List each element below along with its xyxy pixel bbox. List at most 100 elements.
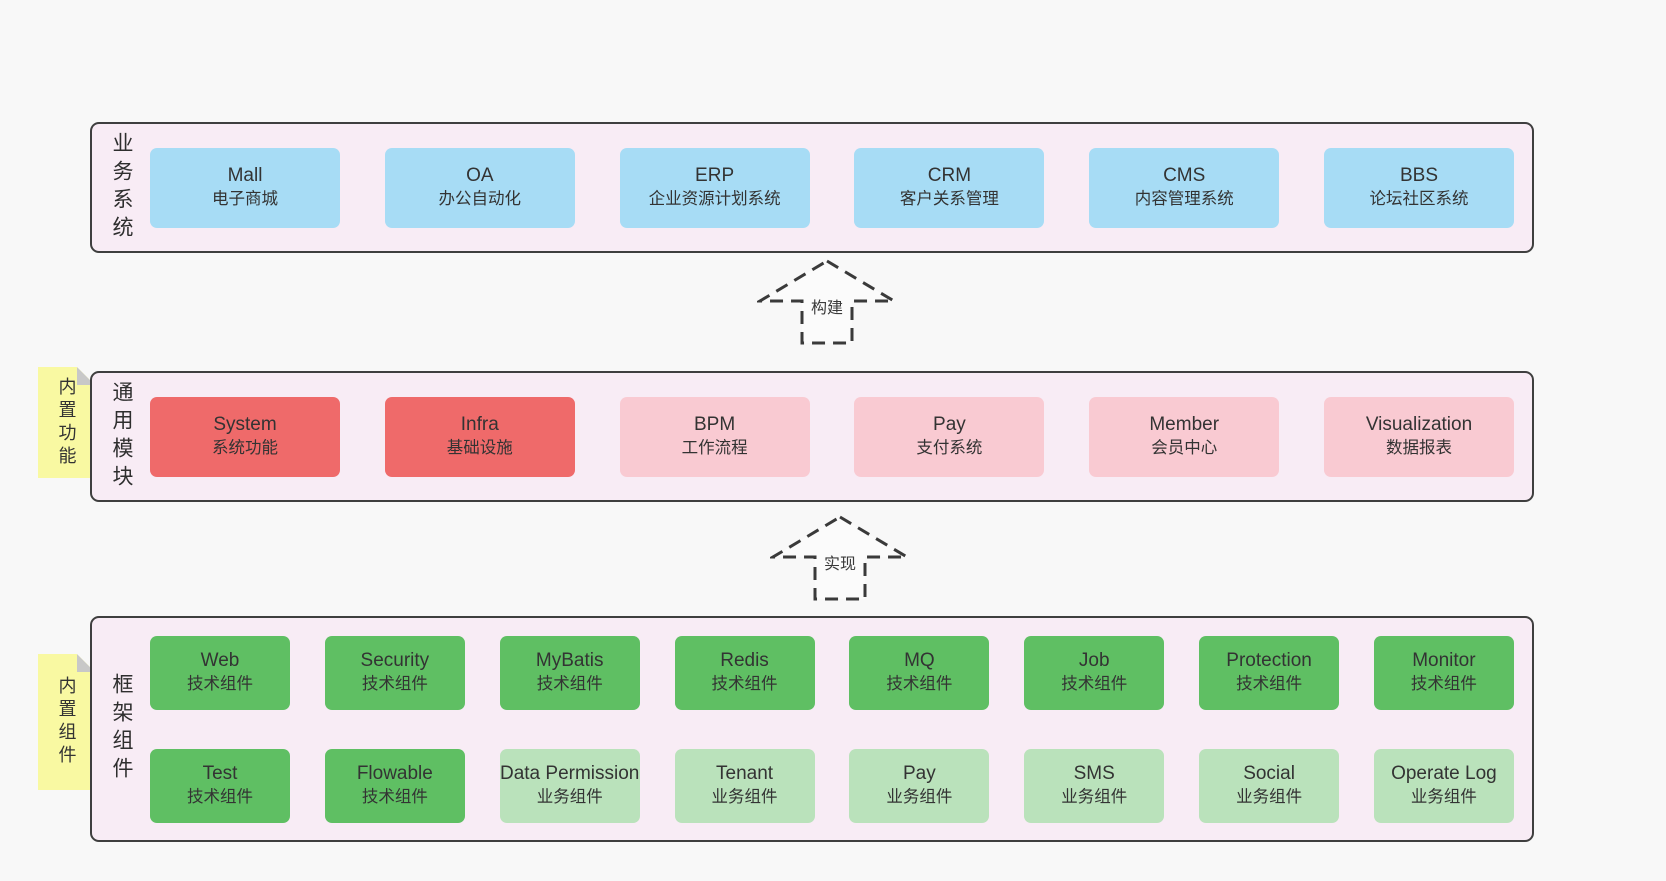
card-title: Visualization <box>1365 414 1473 436</box>
sticky-note-built-in-components: 内置组件 <box>38 654 95 790</box>
sticky-label: 内置功能 <box>56 376 77 469</box>
card-subtitle: 数据报表 <box>1385 439 1452 458</box>
card-title: Tenant <box>716 763 774 785</box>
card-test: Test 技术组件 <box>150 748 290 823</box>
card-subtitle: 业务组件 <box>1410 788 1477 807</box>
band-side-label: 通用模块 <box>110 380 133 493</box>
card-title: OA <box>466 165 494 187</box>
card-subtitle: 业务组件 <box>711 788 778 807</box>
card-subtitle: 技术组件 <box>1236 675 1303 694</box>
module-cards-row: System 系统功能 Infra 基础设施 BPM 工作流程 Pay 支付系统… <box>150 373 1532 500</box>
card-title: BBS <box>1399 165 1438 187</box>
card-oa: OA 办公自动化 <box>384 147 575 228</box>
card-job: Job 技术组件 <box>1024 635 1165 710</box>
card-bbs: BBS 论坛社区系统 <box>1323 147 1514 228</box>
card-crm: CRM 客户关系管理 <box>854 147 1045 228</box>
card-subtitle: 系统功能 <box>212 439 278 458</box>
card-sms: SMS 业务组件 <box>1024 748 1165 823</box>
card-title: Pay <box>903 763 936 785</box>
card-title: Operate Log <box>1391 763 1497 785</box>
card-subtitle: 业务组件 <box>536 788 603 807</box>
card-subtitle: 基础设施 <box>446 439 513 458</box>
business-systems-band: 业务系统 Mall 电子商城 OA 办公自动化 ERP 企业资源计划系统 CRM… <box>90 122 1534 253</box>
card-subtitle: 技术组件 <box>361 675 428 694</box>
card-title: Job <box>1078 650 1110 672</box>
card-subtitle: 业务组件 <box>1061 788 1128 807</box>
card-cms: CMS 内容管理系统 <box>1089 147 1280 228</box>
card-mybatis: MyBatis 技术组件 <box>499 635 640 710</box>
card-subtitle: 办公自动化 <box>438 190 522 209</box>
card-tenant: Tenant 业务组件 <box>674 748 815 823</box>
business-cards-row: Mall 电子商城 OA 办公自动化 ERP 企业资源计划系统 CRM 客户关系… <box>150 124 1532 251</box>
sticky-label: 内置组件 <box>56 676 77 768</box>
card-visualization: Visualization 数据报表 <box>1323 396 1514 477</box>
card-title: MyBatis <box>535 650 604 672</box>
card-title: CMS <box>1163 165 1206 187</box>
framework-row-2: Test 技术组件 Flowable 技术组件 Data Permission … <box>150 748 1514 823</box>
card-title: Security <box>360 650 430 672</box>
card-data-permission: Data Permission 业务组件 <box>499 748 640 823</box>
card-infra: Infra 基础设施 <box>384 396 575 477</box>
card-title: Data Permission <box>499 763 640 785</box>
card-subtitle: 支付系统 <box>916 439 983 458</box>
framework-cards-grid: Web 技术组件 Security 技术组件 MyBatis 技术组件 Redi… <box>150 618 1532 840</box>
implement-arrow: 实现 <box>770 514 910 602</box>
card-title: ERP <box>695 165 735 187</box>
card-mall: Mall 电子商城 <box>150 147 340 228</box>
framework-components-band: 框架组件 Web 技术组件 Security 技术组件 MyBatis 技术组件… <box>90 616 1534 842</box>
card-title: Social <box>1243 763 1295 785</box>
arrow-label: 构建 <box>808 294 846 318</box>
card-title: Redis <box>720 650 769 672</box>
card-subtitle: 技术组件 <box>1410 675 1477 694</box>
band-side-label: 框架组件 <box>110 673 133 785</box>
card-subtitle: 技术组件 <box>711 675 778 694</box>
card-subtitle: 客户关系管理 <box>899 190 999 209</box>
card-subtitle: 论坛社区系统 <box>1369 190 1469 209</box>
card-pay-biz: Pay 业务组件 <box>849 748 990 823</box>
card-title: Web <box>200 650 240 672</box>
card-subtitle: 内容管理系统 <box>1134 190 1234 209</box>
card-subtitle: 工作流程 <box>681 439 748 458</box>
card-subtitle: 电子商城 <box>212 190 278 209</box>
card-member: Member 会员中心 <box>1089 396 1280 477</box>
card-pay: Pay 支付系统 <box>854 396 1045 477</box>
card-subtitle: 业务组件 <box>886 788 953 807</box>
card-protection: Protection 技术组件 <box>1199 635 1340 710</box>
card-title: Pay <box>933 414 966 436</box>
card-security: Security 技术组件 <box>324 635 465 710</box>
card-subtitle: 企业资源计划系统 <box>648 190 781 209</box>
card-title: Monitor <box>1412 650 1476 672</box>
card-subtitle: 技术组件 <box>187 675 253 694</box>
card-mq: MQ 技术组件 <box>849 635 990 710</box>
card-system: System 系统功能 <box>150 396 340 477</box>
card-subtitle: 技术组件 <box>187 788 253 807</box>
card-social: Social 业务组件 <box>1199 748 1340 823</box>
card-title: Member <box>1149 414 1220 436</box>
card-redis: Redis 技术组件 <box>674 635 815 710</box>
card-subtitle: 业务组件 <box>1236 788 1303 807</box>
card-subtitle: 技术组件 <box>1061 675 1128 694</box>
card-title: MQ <box>904 650 935 672</box>
card-title: Test <box>202 763 238 785</box>
card-title: Protection <box>1226 650 1312 672</box>
card-title: Mall <box>227 165 263 187</box>
card-flowable: Flowable 技术组件 <box>324 748 465 823</box>
card-subtitle: 技术组件 <box>886 675 953 694</box>
card-title: BPM <box>694 414 736 436</box>
card-monitor: Monitor 技术组件 <box>1373 635 1514 710</box>
card-operate-log: Operate Log 业务组件 <box>1373 748 1514 823</box>
card-title: Infra <box>460 414 499 436</box>
sticky-note-built-in-features: 内置功能 <box>38 367 95 478</box>
common-modules-band: 通用模块 System 系统功能 Infra 基础设施 BPM 工作流程 Pay… <box>90 371 1534 502</box>
card-title: System <box>213 414 277 436</box>
card-title: SMS <box>1073 763 1115 785</box>
card-bpm: BPM 工作流程 <box>619 396 810 477</box>
card-title: CRM <box>927 165 972 187</box>
arrow-label: 实现 <box>821 550 859 574</box>
band-side-label-wrap: 框架组件 <box>92 618 150 840</box>
band-side-label-wrap: 通用模块 <box>92 373 150 500</box>
card-subtitle: 技术组件 <box>361 788 428 807</box>
card-subtitle: 会员中心 <box>1151 439 1218 458</box>
build-arrow: 构建 <box>757 258 897 346</box>
band-side-label-wrap: 业务系统 <box>92 124 150 251</box>
